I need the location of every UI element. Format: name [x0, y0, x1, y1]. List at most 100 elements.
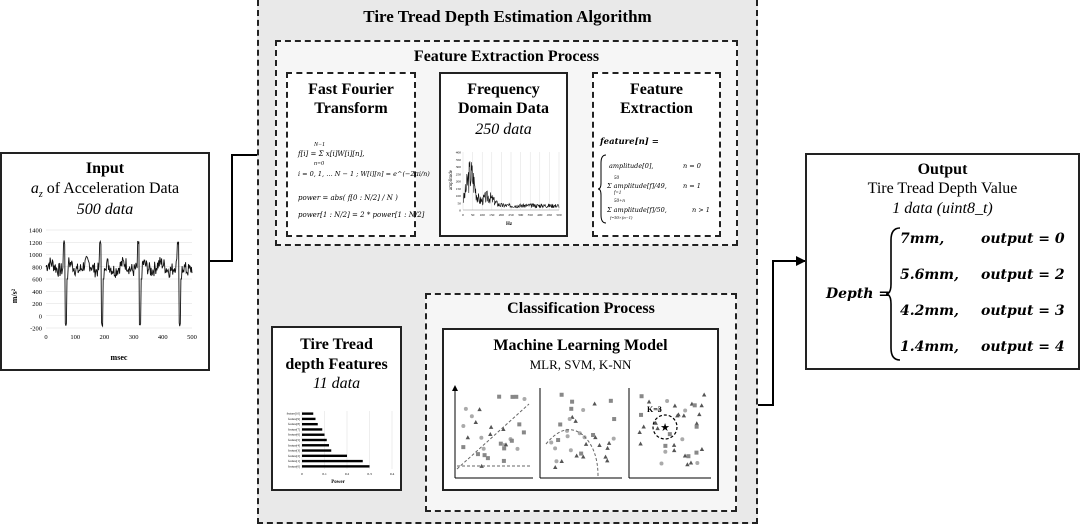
scatter-circle: [657, 407, 662, 412]
input-ylabel: m/s²: [10, 288, 19, 303]
freq-xtick-label: 250: [508, 213, 514, 217]
scatter-triangle: [606, 440, 612, 445]
scatter-triangle: [553, 465, 558, 470]
scatter-triangle: [603, 454, 608, 459]
scatter-triangle: [682, 453, 688, 458]
feature-box: [592, 72, 721, 237]
output-case-result: output = 4: [981, 339, 1065, 355]
scatter-circle: [567, 416, 572, 421]
scatter-triangle: [593, 435, 598, 440]
scatter-square: [501, 458, 506, 463]
tread-xtick-label: 0.4: [390, 472, 395, 476]
scatter-square: [579, 451, 584, 456]
tread-title-line2: depth Features: [285, 356, 388, 373]
tread-bar: [302, 422, 318, 426]
scatter-triangle: [688, 460, 694, 465]
tread-bar: [302, 433, 325, 436]
scatter-triangle: [501, 427, 506, 432]
input-count: 500 data: [76, 201, 134, 218]
scatter-square: [692, 403, 697, 408]
tread-bar-label: feature[2]: [288, 454, 300, 458]
input-subtitle-rest: of Acceleration Data: [42, 180, 180, 197]
tread-bar-label: feature[1]: [288, 459, 300, 463]
scatter-circle: [680, 437, 685, 442]
freq-xtick-label: 300: [518, 213, 524, 217]
scatter-square: [517, 422, 522, 427]
scatter-triangle: [672, 403, 678, 408]
feature-eq-brace: [598, 154, 607, 224]
tread-xlabel: Power: [331, 480, 345, 485]
tread-bar: [302, 438, 327, 442]
tread-xtick-label: 0.2: [345, 472, 350, 476]
tread-xtick-label: 0.1: [322, 472, 327, 476]
scatter-triangle: [701, 392, 707, 397]
tread-bar-label: feature[3]: [288, 449, 300, 453]
scatter-circle: [554, 459, 559, 464]
acc-ytick-label: 0: [39, 313, 42, 320]
scatter-square: [509, 438, 514, 443]
scatter-circle: [522, 397, 527, 402]
fft-title-line1: Fast Fourier: [308, 81, 394, 98]
scatter-circle: [611, 436, 616, 441]
scatter-circle: [553, 446, 558, 451]
scatter-triangle: [676, 412, 681, 417]
scatter-circle: [565, 434, 570, 439]
freq-ytick-label: 350: [456, 158, 462, 162]
tread-bar: [302, 459, 363, 463]
fft-eq2: i = 0, 1, … N − 1 ; W[i][n] = e^(−2πi/n): [298, 170, 430, 178]
scatter-square: [510, 394, 515, 399]
acc-xtick-label: 100: [70, 334, 80, 341]
freq-ytick-label: 300: [456, 165, 462, 169]
acc-xtick-label: 300: [129, 334, 139, 341]
tread-bar-label: feature[8]: [288, 422, 300, 426]
acc-ytick-label: 1200: [29, 240, 42, 247]
scatter-triangle: [573, 418, 578, 423]
tread-bar-label: feature[5]: [288, 438, 300, 442]
tread-bar: [302, 454, 347, 458]
freq-ytick-label: 50: [458, 201, 462, 205]
feature-title-line2: Extraction: [620, 100, 693, 117]
feature-case1: amplitude[0],: [609, 162, 654, 170]
ml-title: Machine Learning Model: [493, 337, 668, 354]
scatter-triangle: [574, 453, 579, 458]
scatter-circle: [683, 408, 688, 413]
input-box: [0, 152, 210, 371]
scatter-square: [482, 453, 487, 458]
input-title: Input: [85, 160, 125, 177]
acc-xtick-label: 500: [187, 334, 197, 341]
scatter-square: [639, 394, 644, 399]
scatter-circle: [461, 424, 466, 429]
scatter-triangle: [605, 458, 610, 463]
acc-ytick-label: 800: [32, 264, 42, 271]
scatter-square: [461, 445, 466, 450]
scatter-square: [521, 430, 526, 435]
output-case-result: output = 2: [981, 267, 1065, 283]
fft-eq3: power = abs( f[0 : N/2] / N ): [298, 194, 398, 202]
tread-bar: [302, 465, 370, 468]
tread-bar: [302, 428, 323, 431]
scatter-square: [591, 433, 596, 438]
tread-count: 11 data: [312, 375, 361, 392]
output-box: [805, 153, 1080, 370]
freq-xtick-label: 450: [547, 213, 553, 217]
frequency-box: [439, 72, 568, 237]
freq-xtick-label: 150: [489, 213, 495, 217]
feature-eq-lhs: feature[n] =: [600, 137, 659, 147]
scatter-triangle: [592, 401, 597, 406]
tread-bar: [302, 412, 314, 415]
fft-sum-top: N−1: [314, 142, 326, 148]
scatter-triangle: [503, 442, 509, 447]
freq-xtick-label: 500: [556, 213, 562, 217]
output-case-result: output = 3: [981, 303, 1065, 319]
acc-xtick-label: 400: [158, 334, 168, 341]
scatter-square: [612, 417, 617, 422]
feature-case3-top: 50+n: [614, 199, 625, 204]
frequency-title-line2: Domain Data: [457, 100, 550, 117]
freq-xtick-label: 400: [537, 213, 543, 217]
scatter-circle: [515, 446, 520, 451]
scatter-square: [639, 412, 644, 417]
scatter-square: [559, 392, 564, 397]
acc-xtick-label: 200: [100, 334, 110, 341]
freq-xtick-label: 200: [499, 213, 505, 217]
